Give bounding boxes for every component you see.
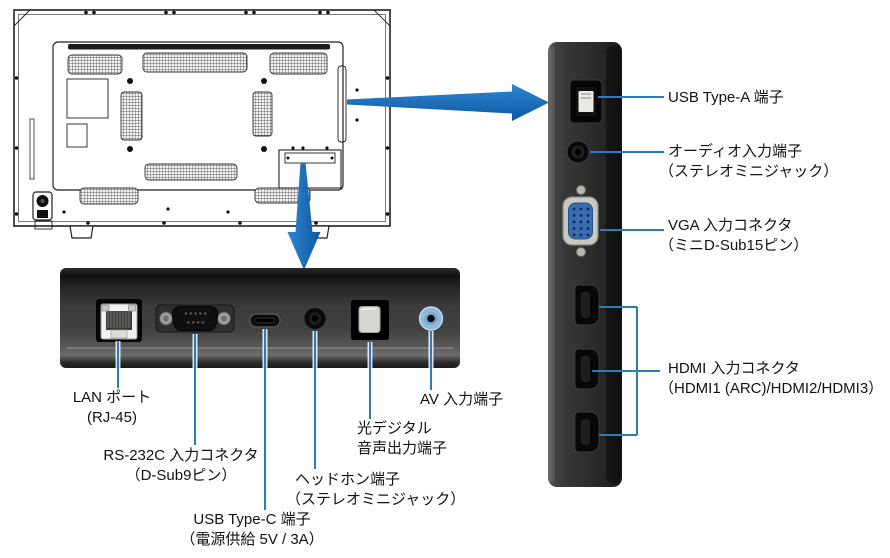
label-lan-port: LAN ポート (RJ-45) bbox=[72, 389, 152, 426]
audio-input-jack bbox=[566, 140, 590, 164]
label-hdmi-input: HDMI 入力コネクタ （HDMI1 (ARC)/HDMI2/HDMI3） bbox=[659, 360, 884, 397]
hdmi-port-1 bbox=[574, 284, 600, 326]
stand-foot-left bbox=[69, 225, 94, 239]
label-usb-type-c: USB Type-C 端子 （電源供給 5V / 3A） bbox=[180, 511, 324, 548]
frame-screws bbox=[14, 10, 390, 225]
lan-port bbox=[96, 299, 142, 342]
arrow-down-icon bbox=[287, 163, 321, 270]
bottom-port-recess bbox=[278, 146, 342, 189]
vga-connector bbox=[562, 185, 599, 257]
handle-slot bbox=[29, 118, 35, 180]
label-usb-type-a: USB Type-A 端子 bbox=[668, 89, 784, 106]
side-port-strip bbox=[337, 65, 347, 143]
hdmi-port-3 bbox=[574, 411, 600, 453]
label-audio-input: オーディオ入力端子 （ステレオミニジャック） bbox=[659, 143, 839, 180]
label-optical-out: 光デジタル 音声出力端子 bbox=[357, 420, 448, 457]
rs232c-connector bbox=[155, 304, 235, 333]
label-sticker bbox=[66, 78, 109, 119]
vesa-mount-holes bbox=[127, 78, 267, 152]
headphone-jack bbox=[303, 307, 327, 330]
label-av-input: AV 入力端子 bbox=[420, 391, 504, 408]
leader-lines bbox=[115, 96, 664, 510]
label-headphone: ヘッドホン端子 （ステレオミニジャック） bbox=[286, 471, 466, 508]
side-panel-photo bbox=[548, 42, 622, 487]
usb-type-a-port bbox=[569, 79, 603, 124]
optical-audio-out-port bbox=[351, 300, 389, 340]
ac-power-inlet bbox=[32, 191, 53, 230]
top-vent-strip bbox=[68, 44, 330, 50]
rear-view-diagram bbox=[13, 9, 391, 239]
usb-type-c-port bbox=[249, 313, 281, 328]
hdmi-port-2 bbox=[574, 348, 600, 390]
av-input-jack bbox=[418, 306, 444, 331]
label-vga-input: VGA 入力コネクタ （ミニD-Sub15ピン） bbox=[659, 217, 809, 254]
bottom-panel-photo bbox=[60, 268, 460, 368]
label-sticker-small bbox=[66, 123, 88, 148]
arrow-right-icon bbox=[347, 84, 549, 121]
cooling-vents bbox=[67, 52, 328, 205]
label-rs232c: RS-232C 入力コネクタ （D-Sub9ピン） bbox=[103, 447, 259, 484]
